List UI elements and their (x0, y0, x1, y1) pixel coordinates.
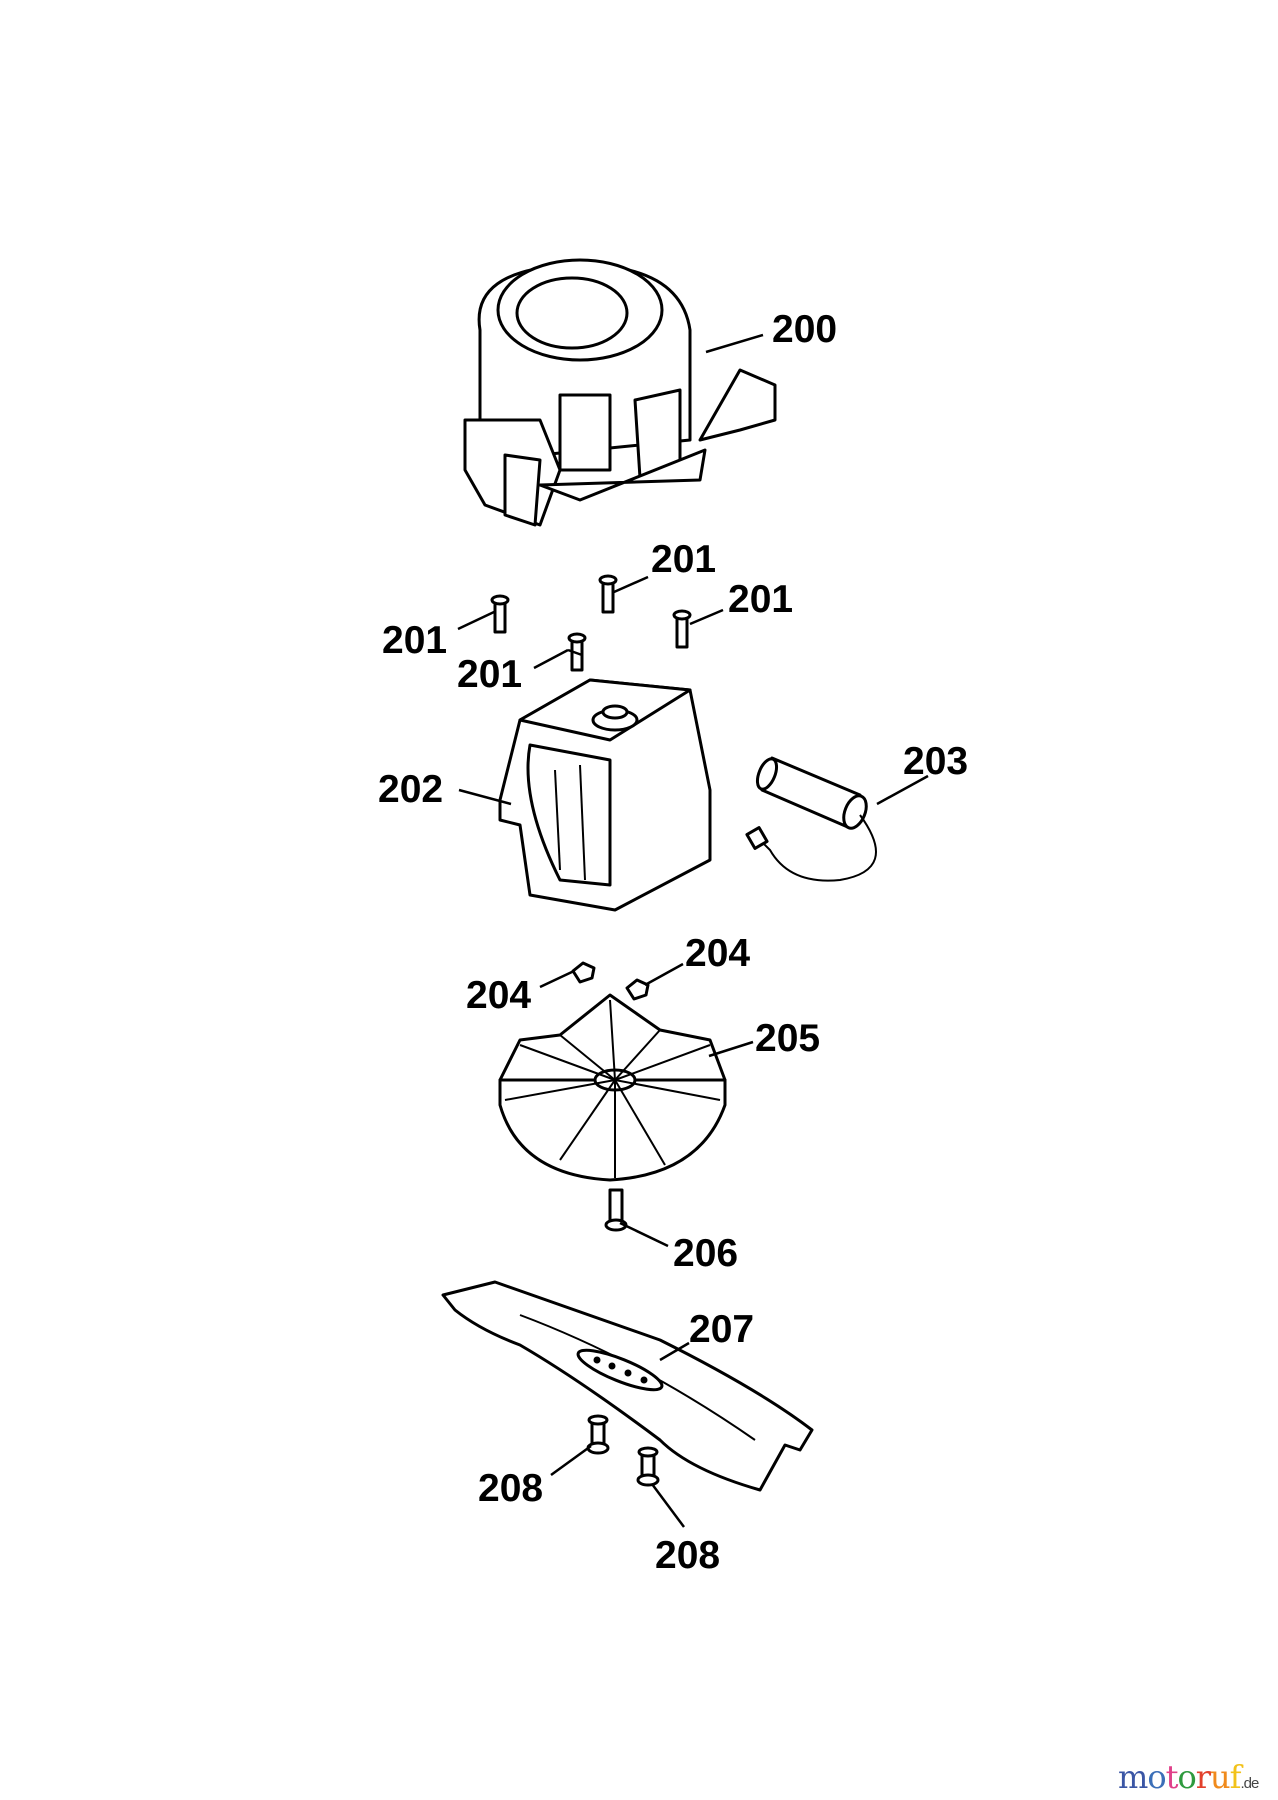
label-206: 206 (673, 1232, 738, 1275)
logo-suffix: .de (1240, 1775, 1259, 1792)
part-200-motor-cover (463, 258, 777, 527)
label-200: 200 (772, 308, 837, 351)
part-203-capacitor (745, 756, 877, 882)
part-207-blade (441, 1280, 814, 1492)
part-206-bolt (604, 1188, 628, 1232)
label-208: 208 (655, 1534, 720, 1577)
part-204-nuts (571, 961, 650, 1001)
label-204: 204 (685, 932, 750, 975)
logo-letter: o (1177, 1758, 1196, 1796)
label-201: 201 (382, 619, 447, 662)
label-205: 205 (755, 1017, 820, 1060)
logo-letter: r (1195, 1758, 1211, 1796)
part-202-motor (498, 678, 712, 912)
label-204: 204 (466, 974, 531, 1017)
logo-letter: f (1229, 1758, 1242, 1796)
part-201-screws (490, 574, 692, 672)
label-201: 201 (457, 653, 522, 696)
part-205-fan (498, 993, 727, 1182)
logo-letter: t (1165, 1758, 1179, 1796)
label-202: 202 (378, 768, 443, 811)
label-203: 203 (903, 740, 968, 783)
logo-letter: o (1147, 1758, 1166, 1796)
label-201: 201 (728, 578, 793, 621)
logo-letter: u (1210, 1758, 1231, 1796)
label-208: 208 (478, 1467, 543, 1510)
label-201: 201 (651, 538, 716, 581)
motoruf-logo: motoruf.de (1118, 1758, 1259, 1796)
label-207: 207 (689, 1308, 754, 1351)
leader-lines (457, 333, 929, 1528)
logo-letter: m (1118, 1758, 1148, 1796)
